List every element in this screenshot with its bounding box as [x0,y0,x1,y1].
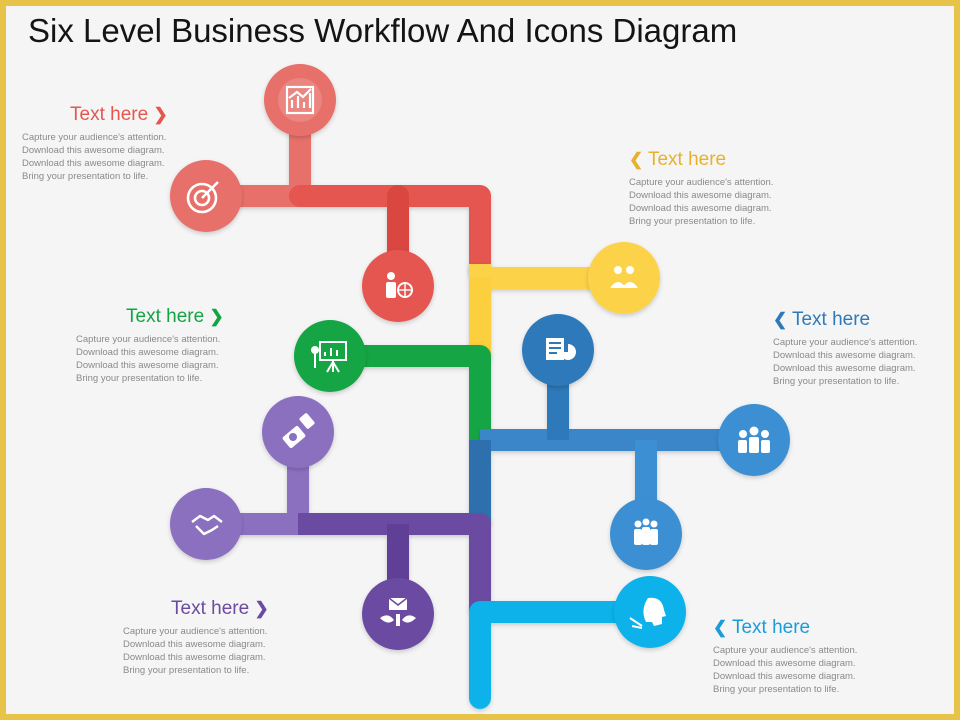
text-line: Download this awesome diagram. [629,190,772,201]
chevron-left-icon: ❮ [713,618,732,637]
text-body-yellow: Capture your audience's attention. Downl… [629,176,869,228]
handshake-icon [191,514,223,536]
team-icon [610,266,638,288]
crowd-icon [634,518,658,545]
text-line: Download this awesome diagram. [773,350,916,361]
text-line: Download this awesome diagram. [123,652,266,663]
presentation-icon [311,341,347,373]
chart-growth-icon [285,85,315,115]
text-line: Download this awesome diagram. [22,158,165,169]
text-line: Download this awesome diagram. [773,363,916,374]
text-body-blue: Capture your audience's attention. Downl… [773,336,954,388]
workflow-diagram [170,64,790,709]
head-idea-icon [629,597,666,629]
node-email [362,578,434,650]
text-body-cyan: Capture your audience's attention. Downl… [713,644,953,696]
chevron-left-icon: ❮ [629,150,648,169]
node-target [170,160,242,232]
node-head [614,576,686,648]
text-line: Capture your audience's attention. [76,334,221,345]
person-globe-icon [386,272,413,298]
people-group-icon [738,426,770,453]
text-line: Download this awesome diagram. [713,658,856,669]
report-icon [546,338,576,360]
text-line: Download this awesome diagram. [123,639,266,650]
text-block-green: Text here ❯ Capture your audience's atte… [76,306,316,385]
chevron-right-icon: ❯ [209,307,224,326]
text-line: Bring your presentation to life. [76,373,203,384]
text-heading-cyan: Text here [731,617,811,638]
text-block-blue: ❮ Text here Capture your audience's atte… [773,309,954,388]
text-line: Download this awesome diagram. [629,203,772,214]
text-line: Download this awesome diagram. [22,145,165,156]
text-line: Download this awesome diagram. [713,671,856,682]
text-line: Capture your audience's attention. [773,337,918,348]
text-body-green: Capture your audience's attention. Downl… [76,333,316,385]
text-line: Capture your audience's attention. [123,626,268,637]
page-title: Six Level Business Workflow And Icons Di… [28,12,738,49]
node-handshake [170,488,242,560]
node-crowd [610,498,682,570]
node-presentation [294,320,366,392]
chevron-right-icon: ❯ [153,105,168,124]
node-chart [264,64,336,136]
node-money [262,396,334,468]
money-hand-icon [282,413,315,448]
text-block-red: Text here ❯ Capture your audience's atte… [22,104,262,183]
text-line: Capture your audience's attention. [22,132,167,143]
text-line: Capture your audience's attention. [629,177,774,188]
target-icon [186,181,219,214]
text-line: Bring your presentation to life. [713,684,840,695]
text-line: Bring your presentation to life. [773,376,900,387]
chevron-left-icon: ❮ [773,310,792,329]
text-heading-purple: Text here [171,598,250,619]
text-body-purple: Capture your audience's attention. Downl… [123,625,363,677]
purple-branch [206,432,491,612]
node-report [522,314,594,386]
text-line: Capture your audience's attention. [713,645,858,656]
text-heading-blue: Text here [791,309,871,330]
yellow-branch [469,264,624,358]
text-block-yellow: ❮ Text here Capture your audience's atte… [629,149,869,228]
text-line: Bring your presentation to life. [123,665,250,676]
text-block-purple: Text here ❯ Capture your audience's atte… [123,598,363,677]
chevron-right-icon: ❯ [254,599,269,618]
node-crowd-yellow [588,242,660,314]
text-heading-green: Text here [126,306,205,327]
text-line: Download this awesome diagram. [76,347,219,358]
blue-branch [469,350,754,530]
node-person-globe [362,250,434,322]
green-branch [330,345,491,440]
text-heading-red: Text here [70,104,149,125]
text-line: Bring your presentation to life. [22,171,149,182]
email-envelope-icon [380,597,416,626]
text-body-red: Capture your audience's attention. Downl… [22,131,262,183]
text-block-cyan: ❮ Text here Capture your audience's atte… [713,617,953,696]
text-heading-yellow: Text here [647,149,727,170]
cyan-branch [469,601,661,709]
text-line: Bring your presentation to life. [629,216,756,227]
node-team [718,404,790,476]
text-line: Download this awesome diagram. [76,360,219,371]
